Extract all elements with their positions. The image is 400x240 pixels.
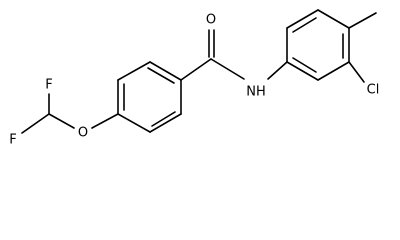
fluorine-upper-label: F: [45, 78, 52, 93]
benzoyl-ring-inner-bond-3: [151, 111, 176, 127]
amide-linker: NH: [210, 58, 288, 100]
ether-oxygen-to-carbon-bond: [48, 113, 75, 129]
aryl-ring-bond-top-right: [317, 9, 350, 29]
benzoyl-ring-bond-bottom-right: [149, 113, 182, 133]
aryl-ring-bond-bottom-left: [286, 61, 319, 81]
aryl-ring-inner-bond-1: [292, 17, 317, 33]
aryl-ring-bond-bottom-right: [317, 61, 350, 81]
oxygen-carbonyl-label: O: [206, 13, 216, 28]
chlorine-label: Cl: [367, 83, 380, 98]
oxygen-ether-label: O: [78, 126, 88, 141]
benzoyl-ring-bond-top-left: [117, 61, 151, 81]
nitrogen-to-aryl-bond: [267, 61, 288, 80]
aryl-to-methyl-bond: [348, 12, 377, 29]
benzoyl-ring-inner-bond-1: [147, 67, 175, 84]
benzoyl-ring-bond-bottom-left: [117, 113, 151, 133]
carbonyl-to-nitrogen-bond: [210, 58, 245, 80]
benzoyl-ring-bond-top-right: [149, 61, 182, 81]
aryl-ring-inner-bond-3: [292, 57, 317, 73]
carbon-to-lower-fluorine-bond: [21, 113, 50, 134]
difluoromethoxy-group: O F F: [9, 78, 119, 148]
fluorine-lower-label: F: [9, 133, 16, 148]
carbonyl-group: O: [206, 13, 216, 58]
molecule-structure-diagram: O NH O F F: [9, 9, 380, 148]
nitrogen-amide-label: NH: [246, 85, 266, 100]
ring-to-ether-oxygen-bond: [91, 113, 119, 129]
chloromethylphenyl-ring: Cl: [286, 9, 380, 98]
benzoyl-ring: [117, 58, 212, 133]
ring-to-carbonyl-bond: [180, 58, 212, 81]
aryl-ring-bond-top-left: [286, 9, 319, 29]
aryl-to-chlorine-bond: [348, 61, 365, 83]
